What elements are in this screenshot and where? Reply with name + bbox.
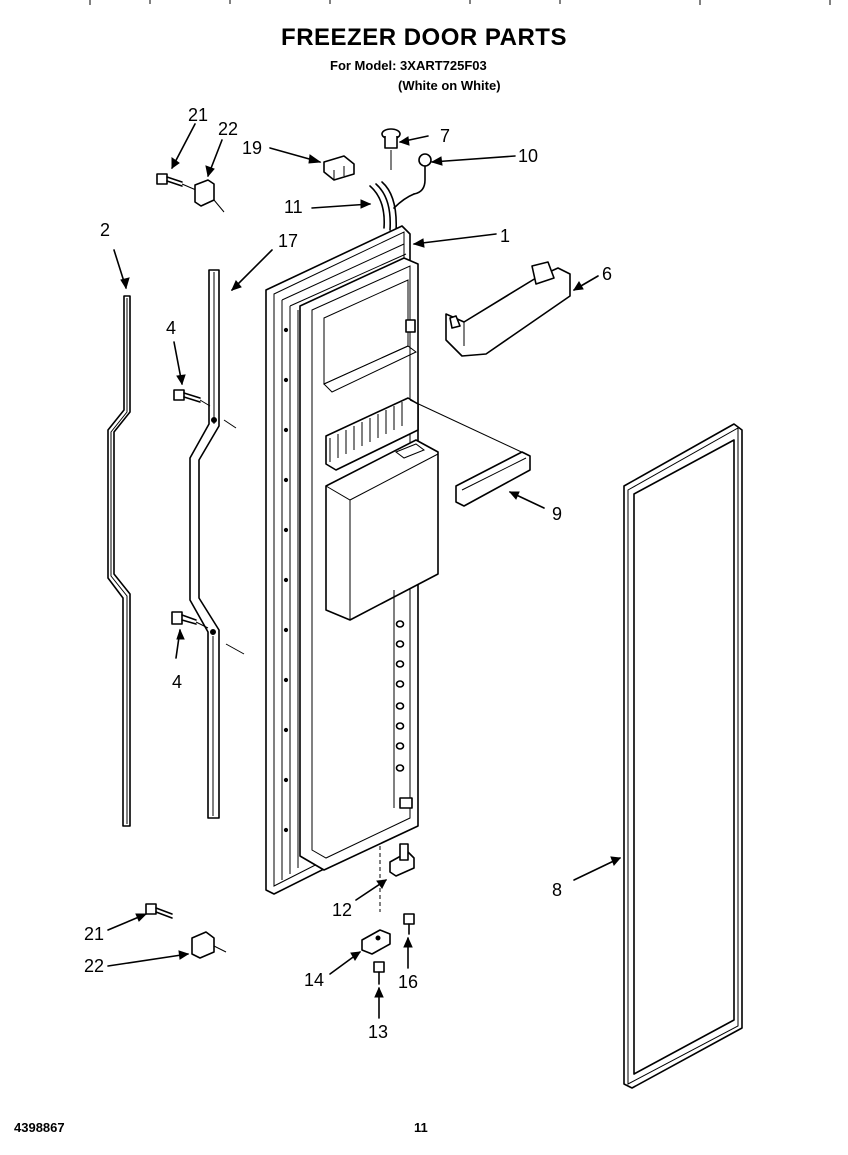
- part-22-bracket-bottom: [191, 931, 227, 959]
- callout-14: 14: [304, 970, 324, 990]
- callout-21-top: 21: [188, 105, 208, 125]
- part-19-connector: [323, 155, 355, 181]
- part-14-hinge-block: [361, 929, 391, 955]
- callout-7: 7: [440, 126, 450, 146]
- part-11-wire-harness: [369, 181, 415, 233]
- callout-4-upper: 4: [166, 318, 176, 338]
- callout-2: 2: [100, 220, 110, 240]
- callout-11: 11: [284, 197, 303, 217]
- part-2-gasket-strip: [107, 295, 131, 827]
- liner-holes: [395, 620, 405, 772]
- part-1-door-panel: [265, 225, 439, 895]
- part-6-door-bin: [445, 261, 571, 357]
- callout-21-bottom: 21: [84, 924, 104, 944]
- part-9-trim-strip: [409, 399, 531, 507]
- part-21-screw-bottom: [145, 903, 173, 919]
- callout-13: 13: [368, 1022, 388, 1042]
- part-22-bracket-top: [194, 179, 225, 213]
- part-4-screw-upper: [173, 389, 211, 407]
- callout-22-bottom: 22: [84, 956, 104, 976]
- part-12-hinge-pin: [379, 843, 415, 912]
- part-13-screw: [373, 961, 385, 985]
- page-number: 11: [414, 1120, 428, 1135]
- color-variant: (White on White): [398, 78, 501, 93]
- callout-12: 12: [332, 900, 352, 920]
- callout-16: 16: [398, 972, 418, 992]
- document-number: 4398867: [14, 1120, 65, 1135]
- model-number: For Model: 3XART725F03: [330, 58, 487, 73]
- part-10-ground-screw: [413, 153, 432, 195]
- callout-19: 19: [242, 138, 262, 158]
- callout-17: 17: [278, 231, 298, 251]
- part-21-screw-top: [156, 173, 197, 191]
- leader-arrowheads: [120, 136, 621, 998]
- callout-1: 1: [500, 226, 510, 246]
- chute-grille: [329, 402, 403, 462]
- callout-4-lower: 4: [172, 672, 182, 692]
- part-4-screw-lower: [171, 611, 209, 629]
- callout-22-top: 22: [218, 119, 238, 139]
- part-17-door-rail: [189, 269, 245, 819]
- callout-6: 6: [602, 264, 612, 284]
- callout-8: 8: [552, 880, 562, 900]
- part-8-door-gasket: [623, 423, 743, 1089]
- page-title: FREEZER DOOR PARTS: [281, 24, 567, 51]
- callout-9: 9: [552, 504, 562, 524]
- callout-10: 10: [518, 146, 538, 166]
- callout-labels: 21 22 19 7 10 11 1 2 17 6 4 9 4 8 12 21 …: [84, 105, 612, 1042]
- top-edge-marks: [89, 0, 831, 5]
- part-16-screw: [403, 913, 415, 935]
- door-panel-holes: [283, 327, 289, 833]
- part-7-plug: [381, 128, 401, 170]
